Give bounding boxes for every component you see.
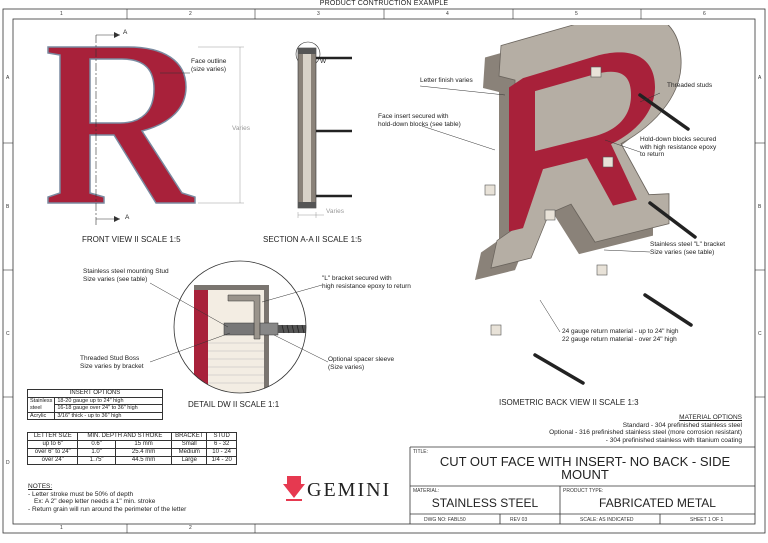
letter-finish-callout: Letter finish varies bbox=[420, 77, 473, 84]
arrow-a-bottom-label: A bbox=[125, 214, 130, 221]
notes: NOTES: - Letter stroke must be 50% of de… bbox=[28, 483, 186, 513]
gemini-logo-icon bbox=[283, 476, 305, 501]
material-options-title: MATERIAL OPTIONS bbox=[679, 414, 742, 421]
note-line: - Letter stroke must be 50% of depth bbox=[28, 490, 134, 498]
isometric-view bbox=[475, 25, 697, 385]
spacer-callout: Optional spacer sleeve (Size varies) bbox=[328, 356, 395, 371]
gemini-logo-text: GEMINI bbox=[307, 479, 392, 501]
col-marker: 2 bbox=[189, 525, 192, 531]
mount-stud-callout: Stainless steel mounting Stud Size varie… bbox=[83, 268, 169, 283]
row-marker: C bbox=[758, 331, 762, 337]
col-marker: 3 bbox=[317, 11, 320, 17]
col-marker: 5 bbox=[575, 11, 578, 17]
stud-boss-callout: Threaded Stud Boss Size varies by bracke… bbox=[80, 355, 144, 370]
product-value: FABRICATED METAL bbox=[599, 496, 716, 510]
page-title: PRODUCT CONTRUCTION EXAMPLE bbox=[319, 0, 449, 7]
threaded-studs-callout: Threaded studs bbox=[667, 82, 713, 89]
material-label: MATERIAL: bbox=[413, 488, 440, 494]
drawing-title: CUT OUT FACE WITH INSERT- NO BACK - SIDE… bbox=[439, 454, 731, 482]
insert-material: Acrylic bbox=[26, 411, 56, 420]
size-table: LETTER SIZE MIN. DEPTH AND STROKE BRACKE… bbox=[26, 432, 237, 465]
size-cell: 1/4 - 20 bbox=[206, 456, 237, 465]
section-view-label: SECTION A-A II SCALE 1:5 bbox=[263, 235, 362, 244]
ss-bracket-callout: Stainless steel "L" bracket Size varies … bbox=[650, 241, 726, 256]
l-bracket-detail-callout: "L" bracket secured with high resistance… bbox=[322, 275, 411, 290]
front-view-label: FRONT VIEW II SCALE 1:5 bbox=[82, 235, 181, 244]
row-marker: A bbox=[758, 75, 762, 81]
insert-options-table: INSERT OPTIONS Stainless steel 18-20 gau… bbox=[26, 389, 163, 420]
size-cell: Large bbox=[171, 456, 208, 465]
section-view bbox=[295, 41, 352, 218]
material-option: - 304 prefinished stainless with titaniu… bbox=[605, 436, 742, 444]
insert-material: Stainless steel bbox=[26, 396, 56, 413]
detail-view-label: DETAIL DW II SCALE 1:1 bbox=[188, 400, 280, 409]
sheet: SHEET 1 OF 1 bbox=[690, 517, 724, 523]
hold-down-callout: Hold-down blocks secured with high resis… bbox=[640, 136, 717, 158]
row-marker: C bbox=[6, 331, 10, 337]
row-marker: A bbox=[6, 75, 10, 81]
material-option: Optional - 316 prefinished stainless ste… bbox=[549, 429, 742, 436]
table-row: over 24" 1.75" 44.5 mm Large 1/4 - 20 bbox=[26, 456, 237, 465]
varies-front-dim: Varies bbox=[232, 125, 250, 132]
title-label: TITLE: bbox=[413, 449, 429, 455]
varies-section-dim: Varies bbox=[326, 208, 344, 215]
scale: SCALE: AS INDICATED bbox=[580, 517, 634, 523]
notes-title: NOTES: bbox=[28, 483, 53, 490]
material-options: MATERIAL OPTIONS Standard - 304 prefinis… bbox=[549, 414, 742, 444]
detail-w-marker: W bbox=[320, 58, 327, 65]
detail-view bbox=[173, 260, 307, 394]
col-marker: 2 bbox=[189, 11, 192, 17]
product-label: PRODUCT TYPE: bbox=[563, 488, 604, 494]
col-marker: 1 bbox=[60, 525, 63, 531]
row-marker: B bbox=[758, 204, 762, 210]
front-view-letter bbox=[47, 32, 244, 225]
dwg-number: DWG NO: FABL50 bbox=[424, 517, 466, 523]
material-option: Standard - 304 prefinished stainless ste… bbox=[622, 421, 742, 429]
row-marker: B bbox=[6, 204, 10, 210]
material-value: STAINLESS STEEL bbox=[431, 496, 539, 510]
size-cell: 44.5 mm bbox=[114, 456, 173, 465]
row-marker: D bbox=[6, 460, 10, 466]
revision: REV 03 bbox=[510, 517, 528, 523]
gauge-callout: 24 gauge return material - up to 24" hig… bbox=[562, 328, 679, 343]
iso-view-label: ISOMETRIC BACK VIEW II SCALE 1:3 bbox=[499, 398, 639, 407]
col-marker: 6 bbox=[703, 11, 706, 17]
size-cell: 1.75" bbox=[77, 456, 116, 465]
col-marker: 1 bbox=[60, 11, 63, 17]
col-marker: 4 bbox=[446, 11, 449, 17]
face-insert-callout: Face insert secured with hold-down block… bbox=[378, 113, 461, 128]
note-line: - Return grain will run around the perim… bbox=[28, 505, 187, 513]
arrow-a-top-label: A bbox=[123, 29, 128, 36]
face-outline-callout: Face outline (size varies) bbox=[191, 58, 227, 73]
note-line: Ex: A 2" deep letter needs a 1" min. str… bbox=[34, 498, 156, 505]
insert-value: 3/16" thick - up to 36" high bbox=[54, 411, 163, 420]
